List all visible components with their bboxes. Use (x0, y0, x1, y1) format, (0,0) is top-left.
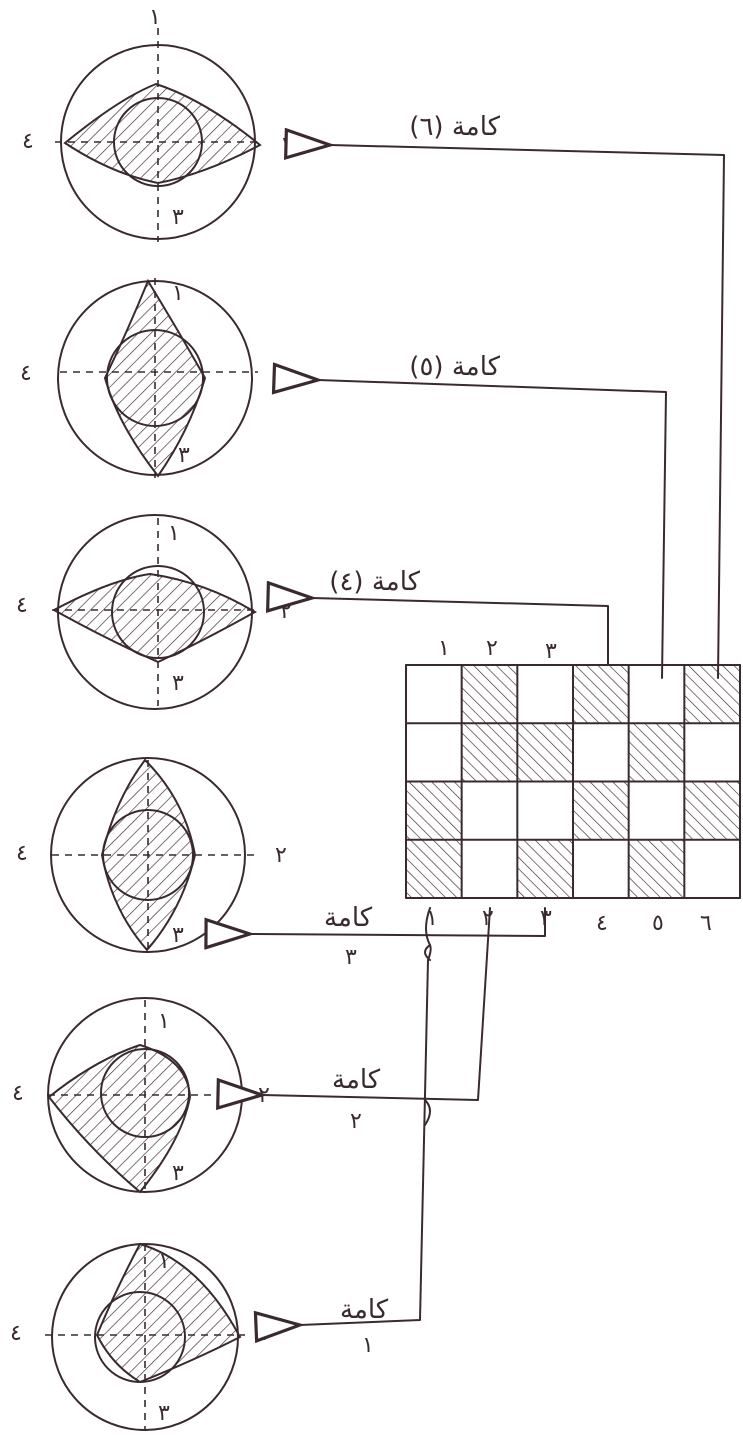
grid-bottom-label-2: ٢ (482, 906, 494, 931)
cam-3-label-bottom: ٣ (172, 923, 184, 948)
cam-6-label-left: ٤ (22, 129, 34, 154)
grid-cell-r2-c3 (517, 723, 573, 782)
cam-2-number: ٢ (350, 1109, 362, 1134)
cam-4-label-bottom: ٣ (172, 671, 184, 696)
cam-6-label-right: ٢ (282, 133, 294, 158)
cam-2-profile (47, 1043, 192, 1194)
cam-4-label-right: ٢ (280, 599, 292, 624)
grid-bottom-label-4: ٤ (596, 911, 608, 936)
connection-lines (250, 145, 725, 1325)
cam-1-label-top: ١ (158, 1249, 170, 1274)
cam-2-label-bottom: ٣ (172, 1161, 184, 1186)
grid-bottom-label-5: ٥ (652, 911, 664, 936)
cam-4-title: كامة (٤) (329, 567, 420, 597)
grid-cell-r3-c5 (629, 782, 685, 840)
cam-5: ١ ٤ ٢ ٣ (20, 278, 294, 478)
cam-3: ٤ ٢ ٣ (16, 757, 287, 953)
cam-5-label-right: ٢ (282, 366, 294, 391)
grid-top-label-3: ٣ (545, 639, 557, 664)
cam-6: ١ ٤ ٢ ٣ (22, 5, 294, 242)
cam-2-title: كامة (332, 1065, 381, 1095)
cam-5-title: كامة (٥) (409, 352, 500, 382)
cam-5-profile (103, 278, 207, 478)
grid-bottom-label-3: ٣ (540, 906, 552, 931)
cam-1-label-bottom: ٣ (158, 1401, 170, 1426)
cam-4-label-top: ١ (168, 521, 180, 546)
grid-cell-r3-c2 (462, 782, 518, 840)
cam-1: ١ ٤ ٢ ٣ (10, 1242, 272, 1431)
cam-3-label-right: ٢ (275, 843, 287, 868)
grid-cell-r4-c6 (684, 840, 740, 898)
cam-labels: كامة (٦) كامة (٥) كامة (٤) كامة ٣ كامة ٢… (324, 112, 501, 1358)
grid-cell-r4-c1 (406, 839, 462, 898)
grid-cell-r1-c3 (517, 665, 573, 723)
grid-cell-r3-c3 (517, 782, 573, 840)
grid-bottom-labels: ١ ٢ ٣ ٤ ٥ ٦ (426, 906, 712, 936)
cam-5-label-bottom: ٣ (178, 443, 190, 468)
cam-5-label-top: ١ (172, 281, 184, 306)
grid-cell-r2-c2 (461, 723, 518, 782)
grid-cell-r4-c5 (628, 839, 685, 898)
grid-top-label-1: ١ (438, 636, 450, 661)
grid-cell-r2-c5 (628, 723, 685, 782)
grid-bottom-label-6: ٦ (700, 911, 712, 936)
cam-2: ١ ٤ ٢ ٣ (12, 997, 270, 1194)
cam-3-label-left: ٤ (16, 841, 28, 866)
cam-4-label-left: ٤ (16, 593, 28, 618)
cam-1-label-right: ٢ (260, 1321, 272, 1346)
grid-cell-r2-c1 (406, 723, 462, 781)
grid-cell-r3-c4 (573, 781, 629, 840)
cam-4-profile (51, 572, 257, 664)
cam-6-label-bottom: ٣ (172, 205, 184, 230)
cam-1-profile (95, 1242, 242, 1384)
cam-1-title: كامة (340, 1295, 389, 1325)
cam-5-label-left: ٤ (20, 361, 32, 386)
grid-cell-r1-c6 (684, 665, 740, 724)
cam-1-label-left: ٤ (10, 1321, 22, 1346)
grid-cell-r2-c6 (684, 723, 740, 781)
grid-bottom-label-1: ١ (426, 906, 438, 931)
grid-cell-r2-c4 (573, 723, 629, 781)
cam-3-title: كامة (324, 903, 373, 933)
cam-3-number: ٣ (345, 945, 357, 970)
cam-1-number: ١ (362, 1333, 374, 1358)
grid-top-labels: ١ ٢ ٣ (438, 636, 557, 664)
cam-6-title: كامة (٦) (409, 112, 500, 142)
grid-cell-r3-c6 (684, 781, 740, 840)
grid-cell-r1-c1 (406, 665, 462, 723)
cam-2-label-left: ٤ (12, 1081, 24, 1106)
cam-4: ١ ٤ ٢ ٣ (16, 514, 292, 710)
grid-cell-r3-c1 (406, 781, 462, 840)
grid-cell-r4-c2 (462, 840, 518, 898)
grid-top-label-2: ٢ (486, 636, 498, 661)
grid-cell-r4-c4 (573, 840, 629, 898)
grid-cell-r1-c5 (629, 665, 685, 723)
grid-cell-r4-c3 (517, 839, 573, 898)
timing-grid (405, 664, 741, 899)
grid-cell-r1-c2 (461, 665, 518, 724)
grid-cell-r1-c4 (573, 665, 629, 724)
cam-6-label-top: ١ (149, 5, 161, 30)
cam-2-label-top: ١ (158, 1009, 170, 1034)
